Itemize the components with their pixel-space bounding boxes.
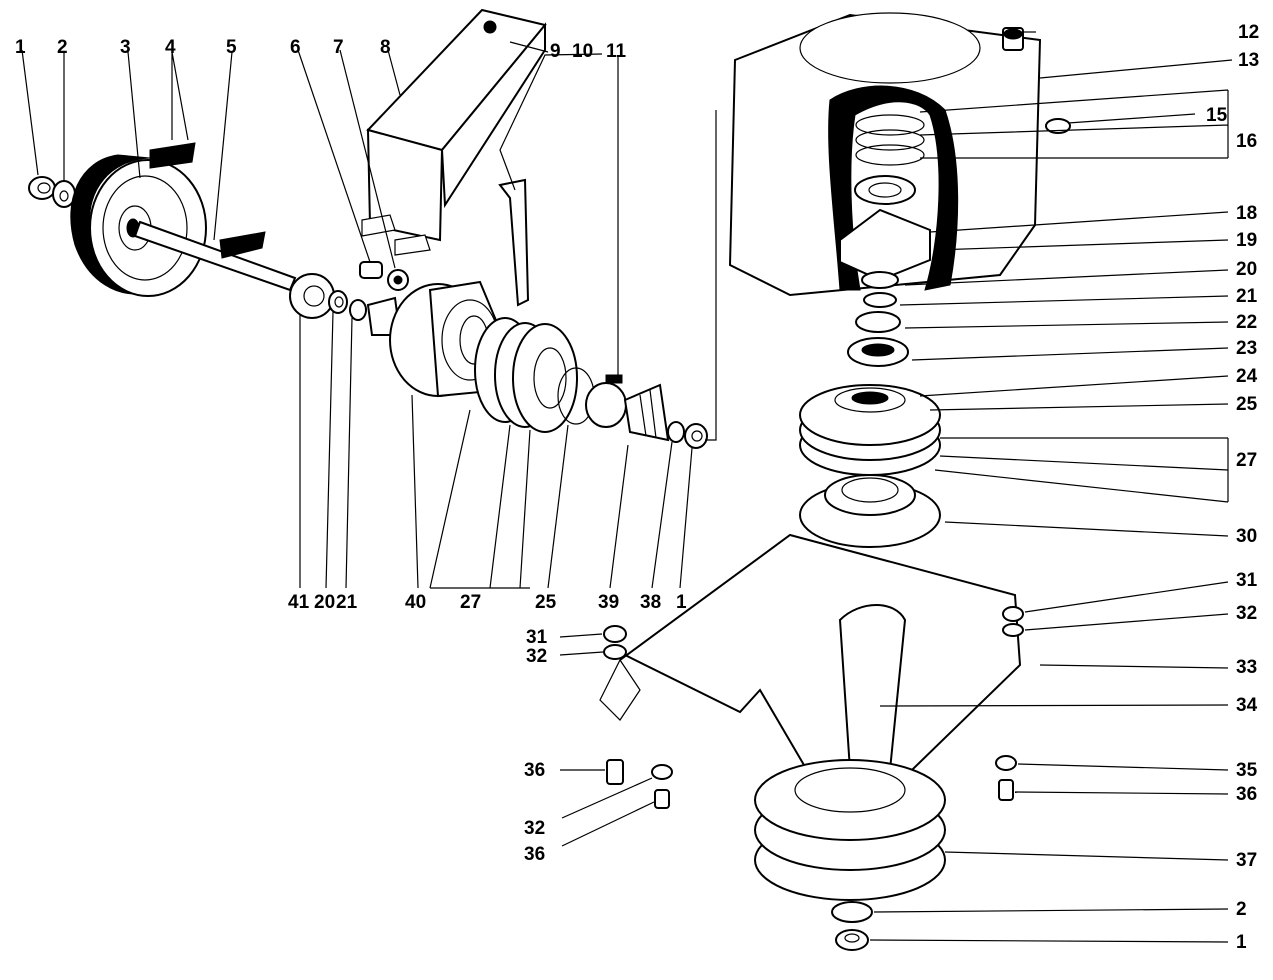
- part-key-11: [605, 374, 623, 384]
- part-seal-20-right: [861, 271, 899, 289]
- part-shaft-34: [838, 604, 907, 771]
- part-bearing-left: [585, 382, 627, 428]
- callout-32-lower: 32: [524, 818, 545, 839]
- callout-36-left: 36: [524, 760, 545, 781]
- part-washer-38: [667, 421, 685, 443]
- callout-13: 13: [1238, 50, 1259, 71]
- callout-1-mid: 1: [676, 592, 687, 613]
- callout-38: 38: [640, 592, 661, 613]
- callout-27-left: 27: [460, 592, 481, 613]
- part-washer-7: [387, 269, 409, 291]
- callout-33: 33: [1236, 657, 1257, 678]
- part-plug-15: [1045, 118, 1071, 134]
- callout-7: 7: [333, 37, 344, 58]
- callout-39: 39: [598, 592, 619, 613]
- callout-6: 6: [290, 37, 301, 58]
- callout-16: 16: [1236, 131, 1257, 152]
- part-gear-18: [839, 208, 931, 282]
- callout-41: 41: [288, 592, 310, 613]
- part-cover-8: [361, 8, 547, 256]
- callout-4: 4: [165, 37, 176, 58]
- callout-31-right: 31: [1236, 570, 1258, 591]
- callout-18: 18: [1236, 203, 1257, 224]
- callout-32-left: 32: [526, 646, 547, 667]
- callout-11: 11: [606, 41, 627, 62]
- part-spacer-21-left: [349, 299, 367, 321]
- part-bracket-10: [498, 178, 530, 307]
- callout-23: 23: [1236, 338, 1257, 359]
- callout-31-left: 31: [526, 627, 548, 648]
- callout-3: 3: [120, 37, 131, 58]
- part-rings-16: [855, 114, 925, 166]
- callout-36-right: 36: [1236, 784, 1257, 805]
- part-pulley-37: [754, 759, 946, 901]
- part-washer-2-bottom: [831, 901, 873, 923]
- callout-8: 8: [380, 37, 391, 58]
- part-key-4: [149, 142, 196, 169]
- part-bevel-gear-39: [623, 383, 670, 442]
- callout-36-lower: 36: [524, 844, 545, 865]
- part-cone-22: [855, 311, 901, 333]
- callout-32-right: 32: [1236, 603, 1257, 624]
- callout-5: 5: [226, 37, 237, 58]
- callout-40: 40: [405, 592, 426, 613]
- callout-25-right: 25: [1236, 394, 1258, 415]
- callout-12: 12: [1238, 22, 1259, 43]
- callout-37: 37: [1236, 850, 1257, 871]
- part-bearing-41: [289, 273, 335, 319]
- part-gear-case-13: [728, 12, 1042, 297]
- part-breather-12: [1002, 27, 1024, 51]
- callout-34: 34: [1236, 695, 1258, 716]
- callout-2-bottom: 2: [1236, 899, 1247, 920]
- callout-27-right: 27: [1236, 450, 1257, 471]
- callout-1: 1: [15, 37, 26, 58]
- callout-20-left: 20: [314, 592, 335, 613]
- part-bearing-case: [854, 175, 916, 205]
- callout-labels: 1 2 3 4 5 6 7 8 9 10 11 12 13 15 16 18 1…: [15, 22, 1259, 953]
- callout-35: 35: [1236, 760, 1258, 781]
- callout-24: 24: [1236, 366, 1258, 387]
- part-nut-1-bottom: [835, 929, 869, 951]
- callout-10: 10: [572, 41, 593, 62]
- part-spacer-21-right: [863, 292, 897, 308]
- part-housing-24: [799, 384, 941, 476]
- part-fasteners: [603, 606, 1024, 809]
- leader-lines: [21, 31, 1233, 943]
- part-flange-30: [799, 474, 941, 548]
- part-fitting-6: [359, 261, 383, 279]
- callout-22: 22: [1236, 312, 1257, 333]
- part-shims-27: [474, 317, 578, 433]
- part-bearing-23: [847, 337, 909, 367]
- callout-20-right: 20: [1236, 259, 1257, 280]
- part-nut-1-mid: [684, 423, 708, 449]
- callout-9: 9: [550, 41, 561, 62]
- callout-30: 30: [1236, 526, 1257, 547]
- part-screw-9: [483, 20, 497, 34]
- callout-21-right: 21: [1236, 286, 1258, 307]
- callout-2: 2: [57, 37, 68, 58]
- callout-1-bottom: 1: [1236, 932, 1247, 953]
- part-seal-20-left: [328, 290, 348, 314]
- callout-25-left: 25: [535, 592, 557, 613]
- part-nut-1-left: [28, 176, 56, 200]
- callout-21-left: 21: [336, 592, 358, 613]
- callout-19: 19: [1236, 230, 1257, 251]
- callout-15: 15: [1206, 105, 1228, 126]
